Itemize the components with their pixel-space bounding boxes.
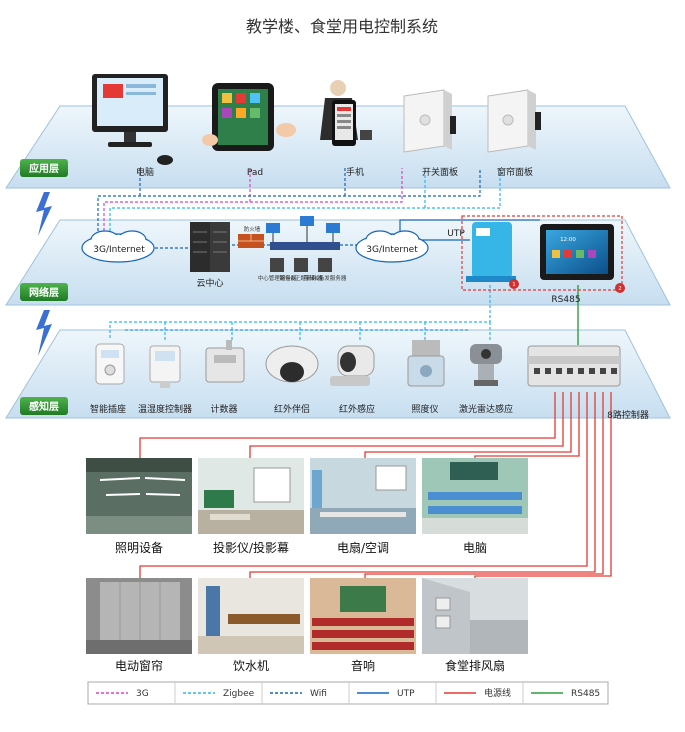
room-label-water-dispenser: 饮水机: [233, 659, 269, 673]
utp-label: UTP: [447, 229, 465, 239]
badge-2-label: 2: [618, 286, 622, 292]
room-photo-water-dispenser: [198, 578, 304, 654]
layer-label-app: 应用层: [29, 162, 59, 175]
server-rack-icon: [190, 222, 230, 272]
sense-label-ir-companion: 红外伴侣: [274, 403, 310, 415]
legend-label-0: 3G: [136, 689, 149, 699]
ir-sensor-icon[interactable]: [330, 345, 375, 386]
cloud-left-label: 3G/Internet: [93, 245, 145, 255]
legend-label-1: Zigbee: [223, 689, 255, 699]
cloud-center-label: 云中心: [196, 277, 223, 289]
phone-icon[interactable]: [320, 80, 372, 146]
wireless-bolt-icon: [36, 192, 52, 236]
cloud-left-icon: [81, 230, 155, 263]
server-label-3: 存储&备发服务器: [304, 274, 347, 282]
light-meter-icon[interactable]: [407, 340, 445, 387]
rs485-label: RS485: [551, 295, 580, 305]
wireless-bolt-icon: [36, 310, 52, 356]
sense-label-thermo: 温湿度控制器: [138, 403, 192, 415]
computer-icon[interactable]: [92, 74, 173, 165]
switch-panel-icon[interactable]: [403, 89, 456, 153]
cloud-right-icon: [355, 230, 429, 263]
app-label-curtain-panel: 窗帘面板: [497, 166, 533, 178]
layer-badge-app: 应用层: [20, 159, 68, 177]
laser-radar-icon[interactable]: [470, 344, 502, 386]
badge-1: [509, 279, 519, 289]
counter-icon[interactable]: [205, 340, 245, 383]
app-label-switch-panel: 开关面板: [422, 166, 458, 178]
sense-label-counter: 计数器: [210, 403, 237, 415]
firewall-icon: [238, 234, 264, 248]
gateway-icon[interactable]: [466, 222, 516, 282]
room-label-canteen-fan: 食堂排风扇: [445, 658, 505, 673]
legend-label-2: Wifi: [310, 689, 327, 699]
sense-label-socket: 智能插座: [90, 403, 126, 415]
smart-socket-icon[interactable]: [95, 343, 125, 385]
network-switch-icon: [266, 216, 340, 272]
layer-label-sense: 感知层: [29, 400, 59, 413]
room-photo-canteen-fan: [422, 578, 528, 654]
room-photo-audio: [310, 578, 416, 654]
layer-label-net: 网络层: [29, 286, 59, 299]
touch-panel-icon[interactable]: [540, 224, 614, 280]
room-label-projector: 投影仪/投影幕: [213, 540, 289, 555]
room-label-lighting: 照明设备: [115, 541, 163, 555]
room-photo-lighting: [86, 458, 192, 534]
badge-2: [615, 283, 625, 293]
thermo-controller-icon[interactable]: [149, 345, 181, 388]
room-photo-fan-ac: [310, 458, 416, 534]
room-photo-computer: [422, 458, 528, 534]
room-label-audio: 音响: [351, 658, 375, 673]
app-label-computer: 电脑: [136, 166, 154, 178]
firewall-label: 防火墙: [244, 225, 261, 233]
legend-label-5: RS485: [571, 689, 600, 699]
touch-panel-time: 12:00: [560, 237, 576, 243]
sense-label-laser-radar: 激光雷达感应: [459, 403, 513, 415]
legend-label-4: 电源线: [484, 687, 511, 699]
room-photo-projector: [198, 458, 304, 534]
cloud-right-label: 3G/Internet: [366, 245, 418, 255]
room-label-fan-ac: 电扇/空调: [337, 540, 389, 555]
ir-dome-icon[interactable]: [265, 345, 319, 383]
sense-label-ir-sensor: 红外感应: [339, 403, 375, 415]
tablet-icon[interactable]: [202, 83, 296, 151]
layer-badge-sense: 感知层: [20, 397, 68, 415]
legend: 3G Zigbee Wifi UTP 电源线 RS485: [87, 681, 609, 705]
eight-way-controller-icon[interactable]: [527, 345, 621, 387]
app-label-pad: Pad: [247, 168, 263, 178]
sense-label-light-meter: 照度仪: [411, 403, 438, 415]
page-title: 教学楼、食堂用电控制系统: [246, 17, 438, 36]
curtain-panel-icon[interactable]: [487, 89, 541, 153]
server-label-1: 中心管理服务器: [258, 274, 297, 282]
sense-label-8way: 8路控制器: [607, 409, 649, 421]
legend-label-3: UTP: [397, 689, 415, 699]
layer-badge-net: 网络层: [20, 283, 68, 301]
room-photo-curtain: [86, 578, 192, 654]
server-label-2: 路径&正题服务器: [280, 274, 323, 282]
app-label-phone: 手机: [346, 166, 364, 178]
room-label-curtain: 电动窗帘: [115, 658, 163, 673]
badge-1-label: 1: [512, 282, 516, 288]
connection-lines: [97, 168, 623, 578]
room-label-computer: 电脑: [463, 541, 487, 555]
